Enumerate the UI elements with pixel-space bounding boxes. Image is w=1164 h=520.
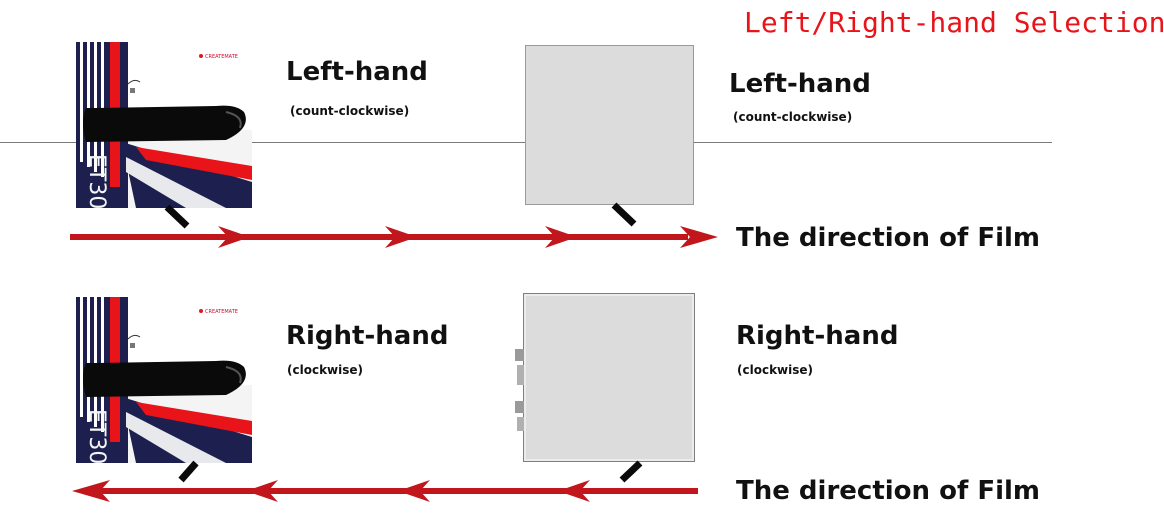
top-direction-arrow xyxy=(70,202,718,248)
printer-device-icon: CREATEMATE ET30 xyxy=(76,42,252,208)
arrow-left-icon xyxy=(558,480,590,502)
nozzle-marker-icon xyxy=(164,204,190,229)
brand-text: CREATEMATE xyxy=(205,54,238,60)
bottom-right-hand-sub: (clockwise) xyxy=(737,363,814,377)
arrow-right-icon xyxy=(385,226,417,248)
arrow-left-icon xyxy=(72,480,110,502)
nozzle-marker-icon xyxy=(619,460,643,483)
gray-panel-icon xyxy=(525,45,694,205)
top-right-hand-sub: (count-clockwise) xyxy=(733,110,853,124)
printer-device-icon: CREATEMATE ET30 xyxy=(76,297,252,463)
model-text: ET30 xyxy=(84,154,109,208)
model-text: ET30 xyxy=(84,409,109,463)
top-left-hand-sub: (count-clockwise) xyxy=(290,104,410,118)
bottom-left-hand-sub: (clockwise) xyxy=(287,363,364,377)
page-title: Left/Right-hand Selection xyxy=(744,6,1164,39)
bottom-left-hand-label: Right-hand xyxy=(286,321,449,351)
arrow-right-icon xyxy=(680,226,718,248)
top-direction-label: The direction of Film xyxy=(736,223,1040,253)
panel-side-connector xyxy=(515,349,524,431)
arrow-right-icon xyxy=(218,226,250,248)
nozzle-marker-icon xyxy=(611,202,637,227)
arrow-left-icon xyxy=(246,480,278,502)
top-left-hand-label: Left-hand xyxy=(286,57,428,87)
gray-panel-icon xyxy=(523,293,695,462)
brand-text: CREATEMATE xyxy=(205,309,238,315)
bottom-direction-label: The direction of Film xyxy=(736,476,1040,506)
top-right-hand-label: Left-hand xyxy=(729,69,871,99)
bottom-direction-arrow xyxy=(72,460,698,502)
arrow-left-icon xyxy=(398,480,430,502)
bottom-right-hand-label: Right-hand xyxy=(736,321,899,351)
arrow-right-icon xyxy=(545,226,577,248)
nozzle-marker-icon xyxy=(178,460,199,483)
